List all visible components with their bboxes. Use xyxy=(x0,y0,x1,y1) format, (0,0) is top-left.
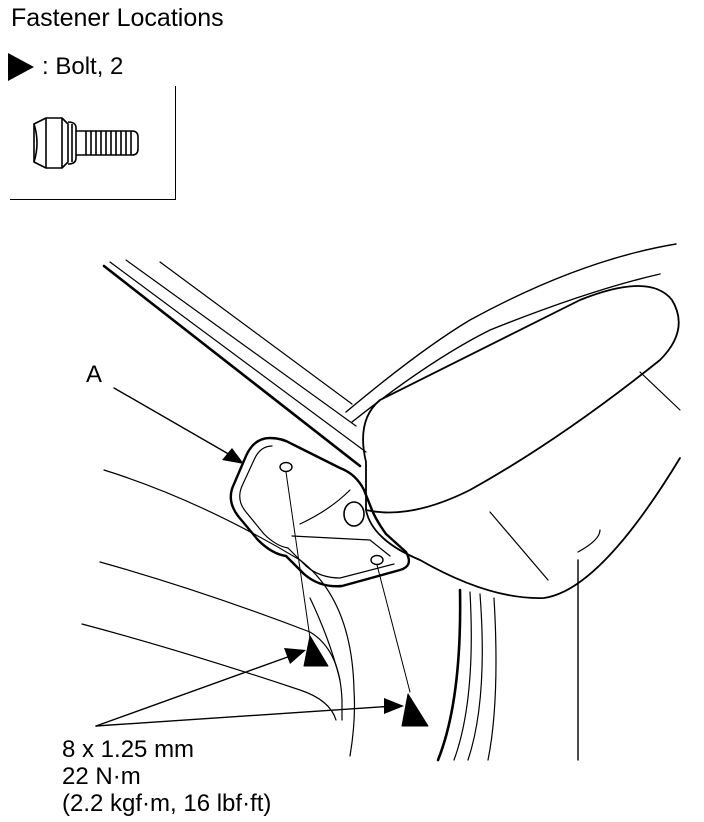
page-title: Fastener Locations xyxy=(11,4,224,32)
part-label-a: A xyxy=(86,361,103,388)
torque-spec: 8 x 1.25 mm 22 N·m (2.2 kgf·m, 16 lbf·ft… xyxy=(62,736,271,817)
bolt-illustration-box xyxy=(10,86,176,200)
legend-text: : Bolt, 2 xyxy=(42,53,124,80)
bolt-size: 8 x 1.25 mm xyxy=(62,736,195,763)
hex-flange-bolt-icon xyxy=(33,117,139,169)
filled-triangle-icon xyxy=(8,53,34,81)
legend: : Bolt, 2 xyxy=(8,52,123,82)
torque-alt-units: (2.2 kgf·m, 16 lbf·ft) xyxy=(62,790,272,817)
torque-nm: 22 N·m xyxy=(62,763,141,790)
